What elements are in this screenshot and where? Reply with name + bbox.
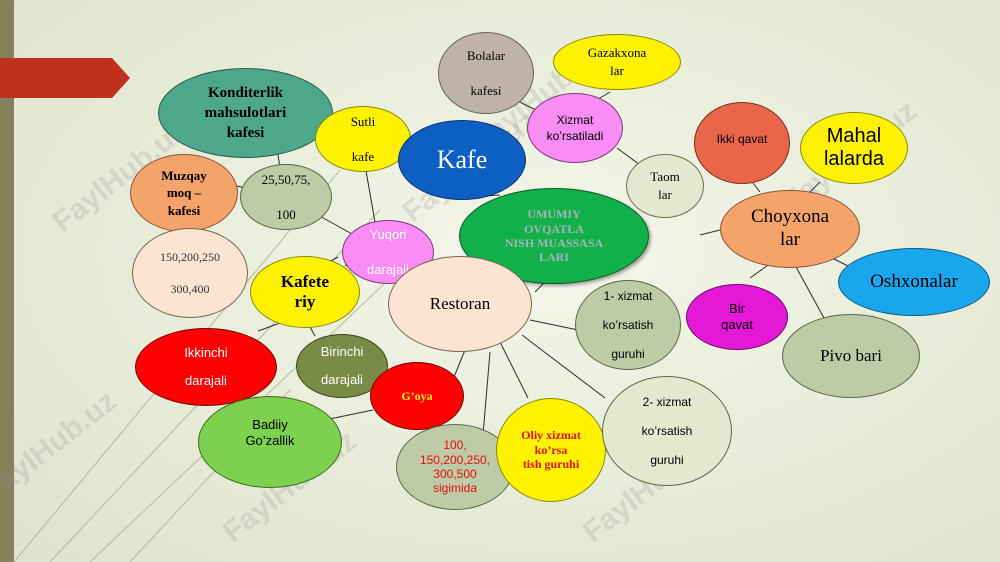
node-xizmat-korsatiladi: Xizmat ko’rsatiladi <box>527 93 623 163</box>
node-mahallalarda: Mahal lalarda <box>800 112 908 184</box>
title-arrow-shape <box>0 58 130 98</box>
node-ikki-qavat: Ikki qavat <box>694 102 790 184</box>
node-sutli-kafe: Sutli kafe <box>315 106 411 172</box>
node-bir-qavat: Bir qavat <box>686 284 788 350</box>
node-badiiy-gozallik: Badiiy Go’zallik <box>198 396 342 488</box>
node-xizmat-2: 2- xizmat ko’rsatish guruhi <box>602 376 732 486</box>
node-oliy-xizmat: Oliy xizmat ko’rsa tish guruhi <box>496 398 606 502</box>
node-kafeteriy: Kafete riy <box>250 256 360 328</box>
left-accent-bar <box>0 0 14 562</box>
node-muzqaymoq-kafesi: Muzqay moq – kafesi <box>130 154 238 232</box>
node-sigim-100-500: 100, 150,200,250, 300,500 sigimida <box>396 424 514 510</box>
node-sigim-150-400: 150,200,250 300,400 <box>132 228 248 318</box>
node-taom-lar: Taom lar <box>626 154 704 218</box>
node-pivo-bari: Pivo bari <box>782 314 920 398</box>
node-sigim-25-100: 25,50,75, 100 <box>240 164 332 230</box>
node-konditerlik: Konditerlik mahsulotlari kafesi <box>158 68 333 158</box>
node-bolalar-kafesi: Bolalar kafesi <box>438 32 534 114</box>
node-ikkinchi-darajali: Ikkinchi darajali <box>135 328 277 406</box>
node-oshxonalar: Oshxonalar <box>838 248 990 316</box>
node-goya: G’oya <box>370 362 464 430</box>
node-umumiy-ovqatlanish: UMUMIY OVQATLA NISH MUASSASA LARI <box>459 188 649 284</box>
node-choyxonalar: Choyxona lar <box>720 190 860 268</box>
node-xizmat-1: 1- xizmat ko’rsatish guruhi <box>575 280 681 370</box>
node-restoran: Restoran <box>388 256 532 352</box>
node-gazakxonalar: Gazakxona lar <box>553 34 681 90</box>
node-kafe: Kafe <box>398 120 526 200</box>
